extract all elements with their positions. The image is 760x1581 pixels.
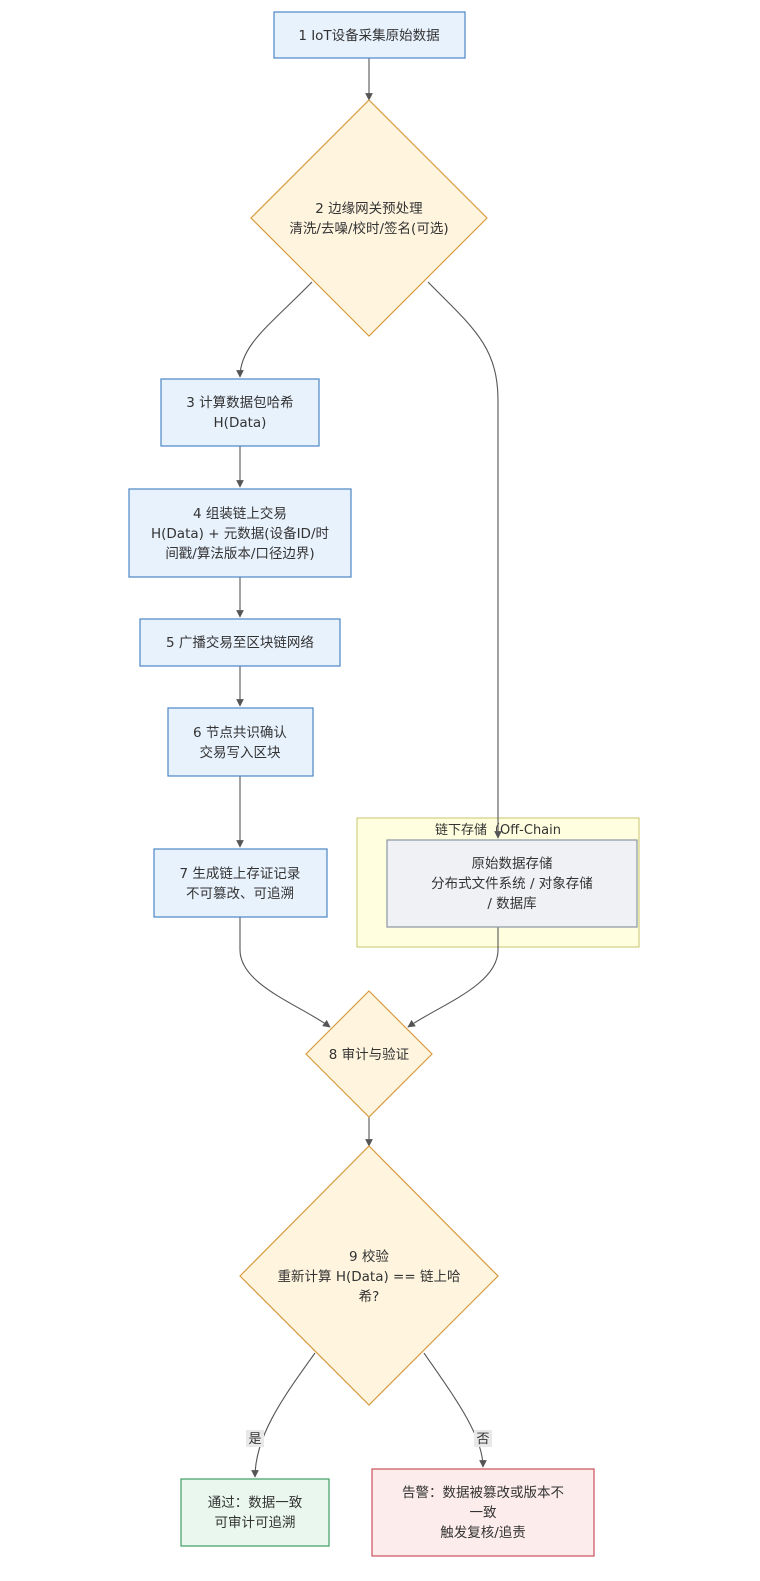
n2-label-line-2: 清洗/去噪/校时/签名(可选) <box>289 220 448 237</box>
node-3-box <box>160 378 320 447</box>
alarm-label-line-3: 触发复核/追责 <box>440 1524 526 1541</box>
edge-label-yes: 是 <box>246 1430 264 1447</box>
offchain-label-line-2: 分布式文件系统 / 对象存储 <box>431 876 593 892</box>
node-2-diamond <box>250 99 488 337</box>
node-3-label: 3 计算数据包哈希 H(Data) <box>186 395 293 431</box>
edge-9-pass <box>251 1352 316 1478</box>
alarm-box <box>371 1468 595 1557</box>
node-1-box <box>273 11 466 59</box>
node-3: 3 计算数据包哈希 H(Data) <box>160 378 320 447</box>
n9-label-line-1: 9 校验 <box>349 1248 389 1265</box>
node-1: 1 IoT设备采集原始数据 <box>273 11 466 59</box>
offchain-label-line-1: 原始数据存储 <box>472 856 553 872</box>
n4-label-line-1: 4 组装链上交易 <box>193 505 287 522</box>
n1-label-line-1: 1 IoT设备采集原始数据 <box>298 27 439 44</box>
edge-2-offchain <box>427 281 502 839</box>
n5-label-line-1: 5 广播交易至区块链网络 <box>166 634 314 651</box>
edge-label-no-text: 否 <box>476 1432 489 1447</box>
edge-label-no-bg <box>474 1430 492 1447</box>
pass-label-line-2: 可审计可追溯 <box>215 1515 296 1531</box>
edge-7-8 <box>239 917 331 1028</box>
offchain-storage-box <box>386 839 638 928</box>
n9-label-line-2: 重新计算 H(Data) == 链上哈 <box>278 1269 461 1285</box>
pass-box <box>180 1478 330 1547</box>
n7-label-line-2: 不可篡改、可追溯 <box>186 885 294 902</box>
node-5-box <box>139 618 341 667</box>
node-4: 4 组装链上交易 H(Data) + 元数据(设备ID/时间戳/算法版本/口径边界… <box>128 488 352 578</box>
node-4-box <box>128 488 352 578</box>
pass-label-line-1: 通过：数据一致 <box>208 1495 303 1511</box>
edge-label-yes-text: 是 <box>248 1432 261 1447</box>
node-9-diamond <box>239 1145 499 1406</box>
alarm-label-line-1: 告警：数据被篡改或版本不 <box>402 1484 564 1501</box>
edge-label-yes-bg <box>246 1430 264 1447</box>
n7-label-line-1: 7 生成链上存证记录 <box>180 866 301 882</box>
node-6-box <box>167 707 314 777</box>
n9-label-line-3: 希? <box>359 1289 380 1305</box>
node-7-box <box>153 848 328 918</box>
n3-label-line-2: H(Data) <box>214 415 267 431</box>
n6-label-line-1: 6 节点共识确认 <box>193 725 287 741</box>
node-1-label: 1 IoT设备采集原始数据 <box>298 27 439 44</box>
edge-label-no: 否 <box>474 1430 492 1447</box>
node-8-decision: 8 审计与验证 <box>305 990 433 1118</box>
n8-label-line-1: 8 审计与验证 <box>329 1047 409 1063</box>
node-4-label: 4 组装链上交易 H(Data) + 元数据(设备ID/时间戳/算法版本/口径边界… <box>151 505 329 562</box>
n6-label-line-2: 交易写入区块 <box>200 744 281 761</box>
edge-2-3 <box>236 281 313 378</box>
alarm-label-line-2: 一致 <box>470 1505 497 1521</box>
edges <box>236 58 502 1478</box>
edge-offchain-8 <box>407 927 499 1028</box>
edge-9-alarm <box>423 1352 487 1468</box>
n2-label-line-1: 2 边缘网关预处理 <box>315 201 423 217</box>
n3-label-line-1: 3 计算数据包哈希 <box>186 395 293 411</box>
node-5-label: 5 广播交易至区块链网络 <box>166 634 314 651</box>
n4-label-line-3: 间戳/算法版本/口径边界) <box>165 546 314 562</box>
n4-label-line-2: H(Data) + 元数据(设备ID/时 <box>151 525 329 542</box>
offchain-label-line-3: / 数据库 <box>487 896 536 912</box>
node-8-label: 8 审计与验证 <box>329 1047 409 1063</box>
node-5: 5 广播交易至区块链网络 <box>139 618 341 667</box>
node-8-diamond <box>305 990 433 1118</box>
